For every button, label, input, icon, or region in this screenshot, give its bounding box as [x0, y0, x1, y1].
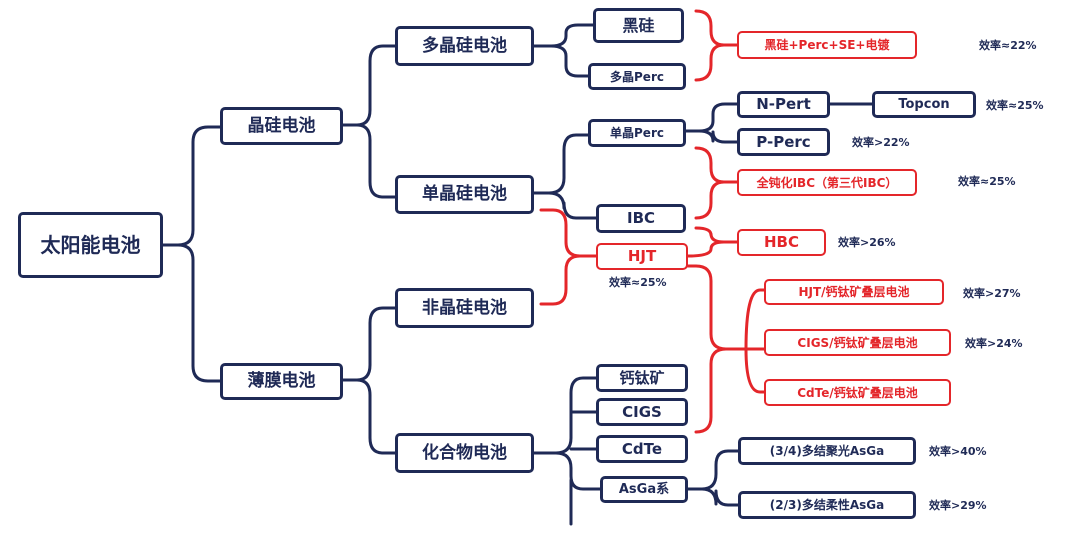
node-mono-si: 单晶硅电池 — [395, 175, 534, 214]
node-hjt: HJT — [596, 243, 688, 270]
efficiency-asga-concentrator: 效率>40% — [929, 445, 987, 458]
brace-hjt-left — [539, 208, 598, 306]
brace-compound — [532, 376, 602, 526]
node-cigs-perovskite: CIGS/钙钛矿叠层电池 — [764, 329, 951, 356]
efficiency-hbc: 效率>26% — [838, 236, 896, 249]
brace-tandem — [686, 264, 766, 434]
node-topcon: Topcon — [872, 91, 976, 118]
efficiency-hjt-perovskite: 效率>27% — [963, 287, 1021, 300]
brace-poly-si — [532, 23, 595, 78]
node-cdte-perovskite: CdTe/钙钛矿叠层电池 — [764, 379, 951, 406]
brace-mono-si — [532, 133, 598, 220]
brace-poly-upgrade — [694, 9, 739, 82]
brace-hbc — [686, 226, 739, 258]
node-cdte: CdTe — [596, 435, 688, 463]
brace-asga — [686, 449, 740, 507]
efficiency-p-perc: 效率>22% — [852, 136, 910, 149]
brace-ibc-upgrade — [694, 146, 739, 220]
efficiency-full-passivation-ibc: 效率≈25% — [958, 175, 1016, 188]
node-hbc: HBC — [737, 229, 826, 256]
node-black-si: 黑硅 — [593, 8, 684, 43]
efficiency-topcon: 效率≈25% — [986, 99, 1044, 112]
node-full-passivation-ibc: 全钝化IBC（第三代IBC） — [737, 169, 917, 196]
node-crystalline: 晶硅电池 — [220, 107, 343, 145]
brace-root — [161, 125, 222, 383]
efficiency-asga-flexible: 效率>29% — [929, 499, 987, 512]
node-hjt-perovskite: HJT/钙钛矿叠层电池 — [764, 279, 944, 305]
brace-thin-film — [341, 306, 397, 455]
node-asga-concentrator: (3/4)多结聚光AsGa — [738, 437, 916, 465]
node-p-perc: P-Perc — [737, 128, 830, 156]
node-ibc: IBC — [596, 204, 686, 233]
node-solar-cell: 太阳能电池 — [18, 212, 163, 278]
node-perovskite: 钙钛矿 — [596, 364, 688, 392]
efficiency-hjt: 效率≈25% — [609, 276, 667, 289]
node-compound: 化合物电池 — [395, 433, 534, 473]
node-n-pert: N-Pert — [737, 91, 830, 118]
brace-mono-perc — [684, 102, 739, 144]
node-non-crystalline: 非晶硅电池 — [395, 288, 534, 328]
node-asga: AsGa系 — [600, 476, 688, 503]
node-asga-flexible: (2/3)多结柔性AsGa — [738, 491, 916, 519]
efficiency-poly-upgrade: 效率≈22% — [979, 39, 1037, 52]
brace-crystalline — [341, 44, 397, 199]
node-poly-perc: 多晶Perc — [588, 63, 686, 90]
node-poly-upgrade: 黑硅+Perc+SE+电镀 — [737, 31, 917, 59]
node-poly-si: 多晶硅电池 — [395, 26, 534, 66]
efficiency-cigs-perovskite: 效率>24% — [965, 337, 1023, 350]
node-mono-perc: 单晶Perc — [588, 119, 686, 147]
node-thin-film: 薄膜电池 — [220, 363, 343, 400]
node-cigs: CIGS — [596, 398, 688, 426]
